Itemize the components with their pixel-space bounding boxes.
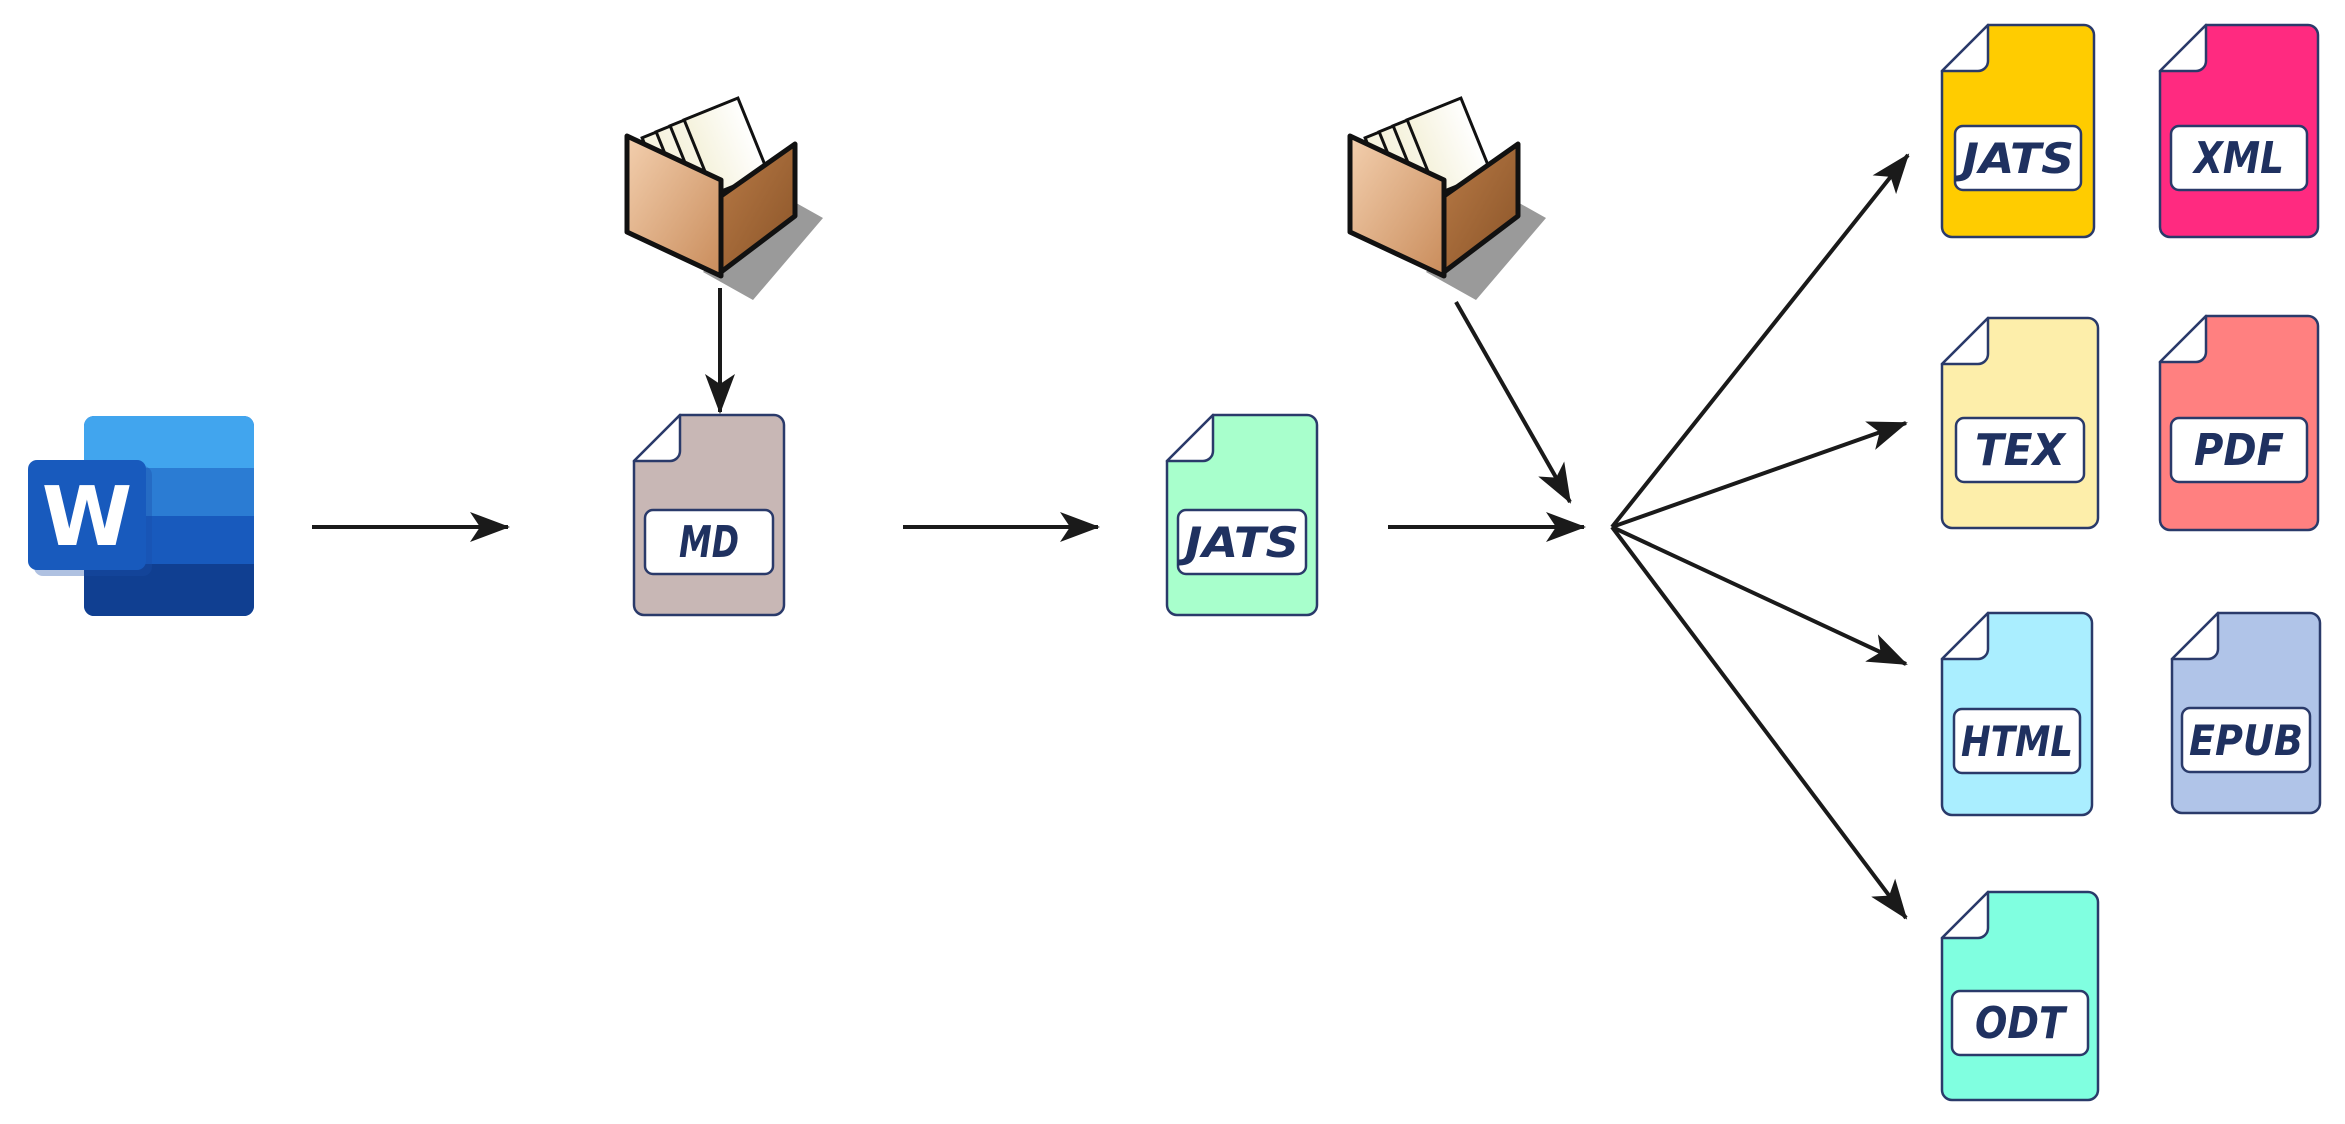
output-xml-document-icon: XML: [2158, 23, 2320, 239]
document-label: TEX: [1975, 425, 2067, 476]
arrow-hub-to-html: [1611, 525, 1908, 666]
md-document-icon: MD: [632, 413, 786, 617]
document-label: ODT: [1975, 998, 2068, 1049]
output-pdf-document-icon: PDF: [2158, 314, 2320, 532]
arrow-filebox-to-hub: [1454, 301, 1572, 504]
arrow-hub-to-jats-out: [1610, 153, 1910, 529]
arrows: [312, 153, 1910, 920]
arrow-hub-to-tex: [1611, 421, 1908, 529]
document-label: EPUB: [2189, 716, 2303, 765]
microsoft-word-icon: W: [28, 416, 254, 616]
document-label: PDF: [2194, 425, 2284, 476]
document-label: XML: [2191, 133, 2284, 184]
word-letter: W: [42, 470, 132, 565]
output-html-document-icon: HTML: [1940, 611, 2094, 817]
document-label: MD: [679, 517, 739, 568]
output-tex-document-icon: TEX: [1940, 316, 2100, 530]
document-label: HTML: [1961, 717, 2073, 766]
jats-document-icon: JATS: [1165, 413, 1319, 617]
output-odt-document-icon: ODT: [1940, 890, 2100, 1102]
output-epub-document-icon: EPUB: [2170, 611, 2322, 815]
document-icons: MD JATS JATS XML TEX PDF HTML EPUB ODT: [632, 23, 2322, 1102]
output-jats-document-icon: JATS: [1940, 23, 2096, 239]
arrow-hub-to-odt: [1610, 525, 1908, 920]
document-label: JATS: [1177, 518, 1299, 567]
file-box-icon: [624, 96, 823, 300]
file-box-icon: [1347, 96, 1546, 300]
document-label: JATS: [1954, 134, 2074, 183]
